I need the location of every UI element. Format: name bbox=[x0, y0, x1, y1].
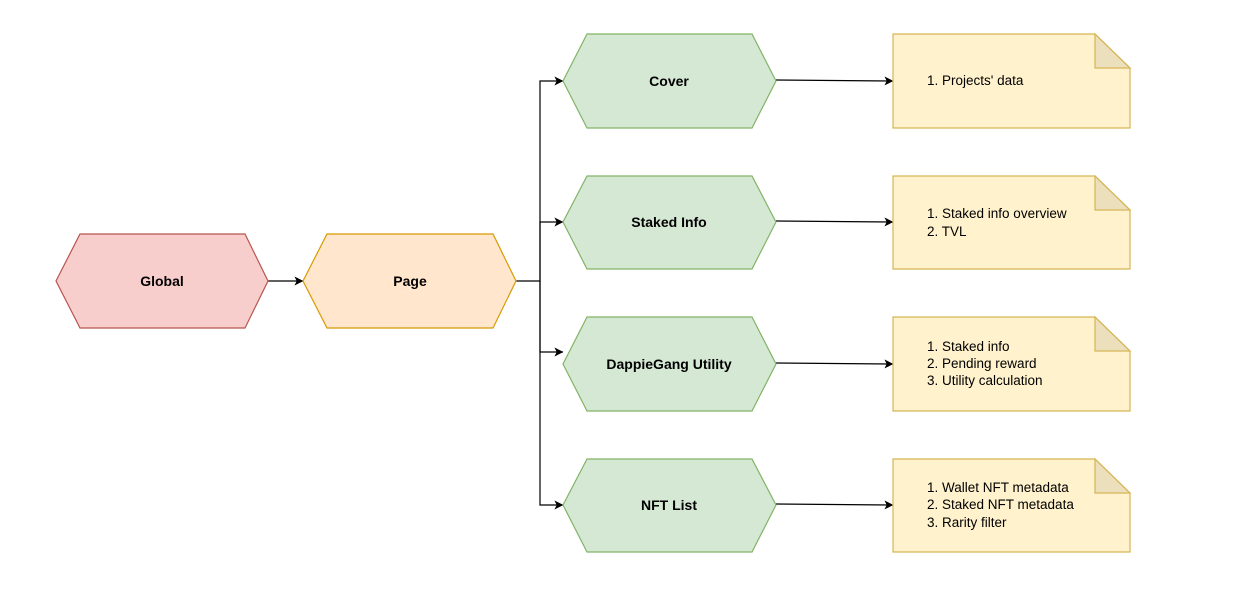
note-nft-list-line-3: 3. Rarity filter bbox=[927, 515, 1007, 530]
note-cover-line-1: 1. Projects' data bbox=[927, 73, 1024, 88]
edges bbox=[268, 76, 894, 510]
note-nft-list[interactable]: 1. Wallet NFT metadata 2. Staked NFT met… bbox=[892, 457, 1132, 553]
node-staked-info[interactable]: Staked Info bbox=[562, 175, 777, 270]
note-fold bbox=[1094, 457, 1132, 494]
edge-page-to-cover bbox=[516, 76, 564, 282]
note-fold bbox=[1094, 315, 1132, 352]
note-fold bbox=[1094, 32, 1132, 69]
note-nft-list-line-2: 2. Staked NFT metadata bbox=[927, 497, 1074, 512]
node-global[interactable]: Global bbox=[55, 233, 269, 329]
node-staked-info-label: Staked Info bbox=[631, 214, 706, 230]
node-dappiegang-utility[interactable]: DappieGang Utility bbox=[562, 316, 777, 412]
note-cover[interactable]: 1. Projects' data bbox=[892, 32, 1132, 129]
edge-page-to-dappiegang-utility bbox=[539, 281, 564, 357]
note-dappiegang-utility-line-3: 3. Utility calculation bbox=[927, 373, 1043, 388]
note-dappiegang-utility[interactable]: 1. Staked info 2. Pending reward 3. Util… bbox=[892, 315, 1132, 412]
node-page-label: Page bbox=[393, 273, 427, 289]
note-staked-info-line-2: 2. TVL bbox=[927, 224, 967, 239]
note-dappiegang-utility-line-1: 1. Staked info bbox=[927, 339, 1010, 354]
edge-dappiegang-utility-to-note bbox=[775, 359, 894, 369]
edge-page-to-nft-list bbox=[539, 281, 564, 510]
note-dappiegang-utility-line-2: 2. Pending reward bbox=[927, 356, 1037, 371]
edge-nft-list-to-note bbox=[775, 500, 894, 510]
note-staked-info-line-1: 1. Staked info overview bbox=[927, 206, 1067, 221]
node-dappiegang-utility-label: DappieGang Utility bbox=[606, 356, 731, 372]
node-global-label: Global bbox=[140, 273, 184, 289]
note-fold bbox=[1094, 174, 1132, 211]
node-cover[interactable]: Cover bbox=[562, 33, 777, 129]
edge-cover-to-note bbox=[775, 76, 894, 86]
node-nft-list[interactable]: NFT List bbox=[562, 458, 777, 553]
node-nft-list-label: NFT List bbox=[641, 497, 697, 513]
note-nft-list-line-1: 1. Wallet NFT metadata bbox=[927, 480, 1069, 495]
node-page[interactable]: Page bbox=[302, 233, 517, 329]
note-staked-info[interactable]: 1. Staked info overview 2. TVL bbox=[892, 174, 1132, 270]
edge-page-to-staked-info bbox=[539, 217, 564, 281]
edge-staked-info-to-note bbox=[775, 217, 894, 227]
node-cover-label: Cover bbox=[649, 73, 689, 89]
